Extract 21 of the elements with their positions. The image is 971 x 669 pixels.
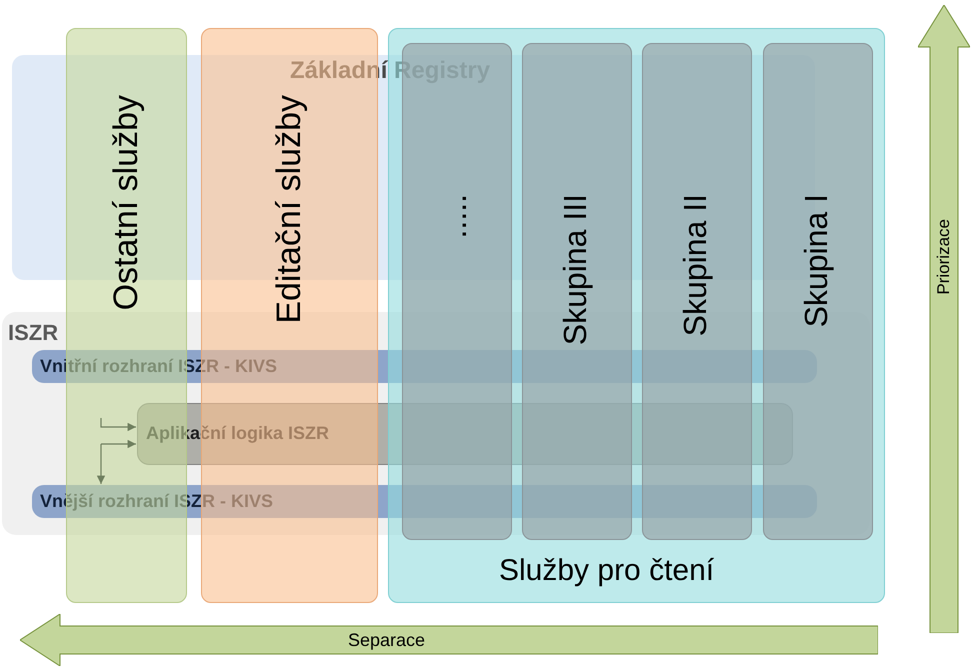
interface-bar — [32, 350, 817, 383]
arrow — [96, 444, 106, 484]
panel-title: ISZR — [8, 320, 58, 346]
arrow-label: Separace — [348, 630, 426, 651]
column-label: Ostatní služby — [106, 95, 146, 310]
arrow — [100, 418, 136, 432]
arrow — [101, 440, 136, 448]
column-label: Služby pro čtení — [499, 554, 714, 588]
column-label: Editační služby — [270, 95, 308, 324]
group-column — [522, 43, 632, 540]
service-column — [388, 28, 885, 603]
group-label: ..... — [437, 194, 474, 238]
group-label: Skupina III — [557, 194, 594, 346]
group-label: Skupina I — [798, 194, 835, 328]
group-column — [642, 43, 752, 540]
separation-arrow — [20, 614, 878, 666]
arrow-label: Priorizace — [934, 219, 954, 295]
group-column — [763, 43, 873, 540]
interface-bar — [32, 485, 817, 518]
priority-arrow — [918, 5, 970, 633]
group-label: Skupina II — [677, 194, 714, 336]
